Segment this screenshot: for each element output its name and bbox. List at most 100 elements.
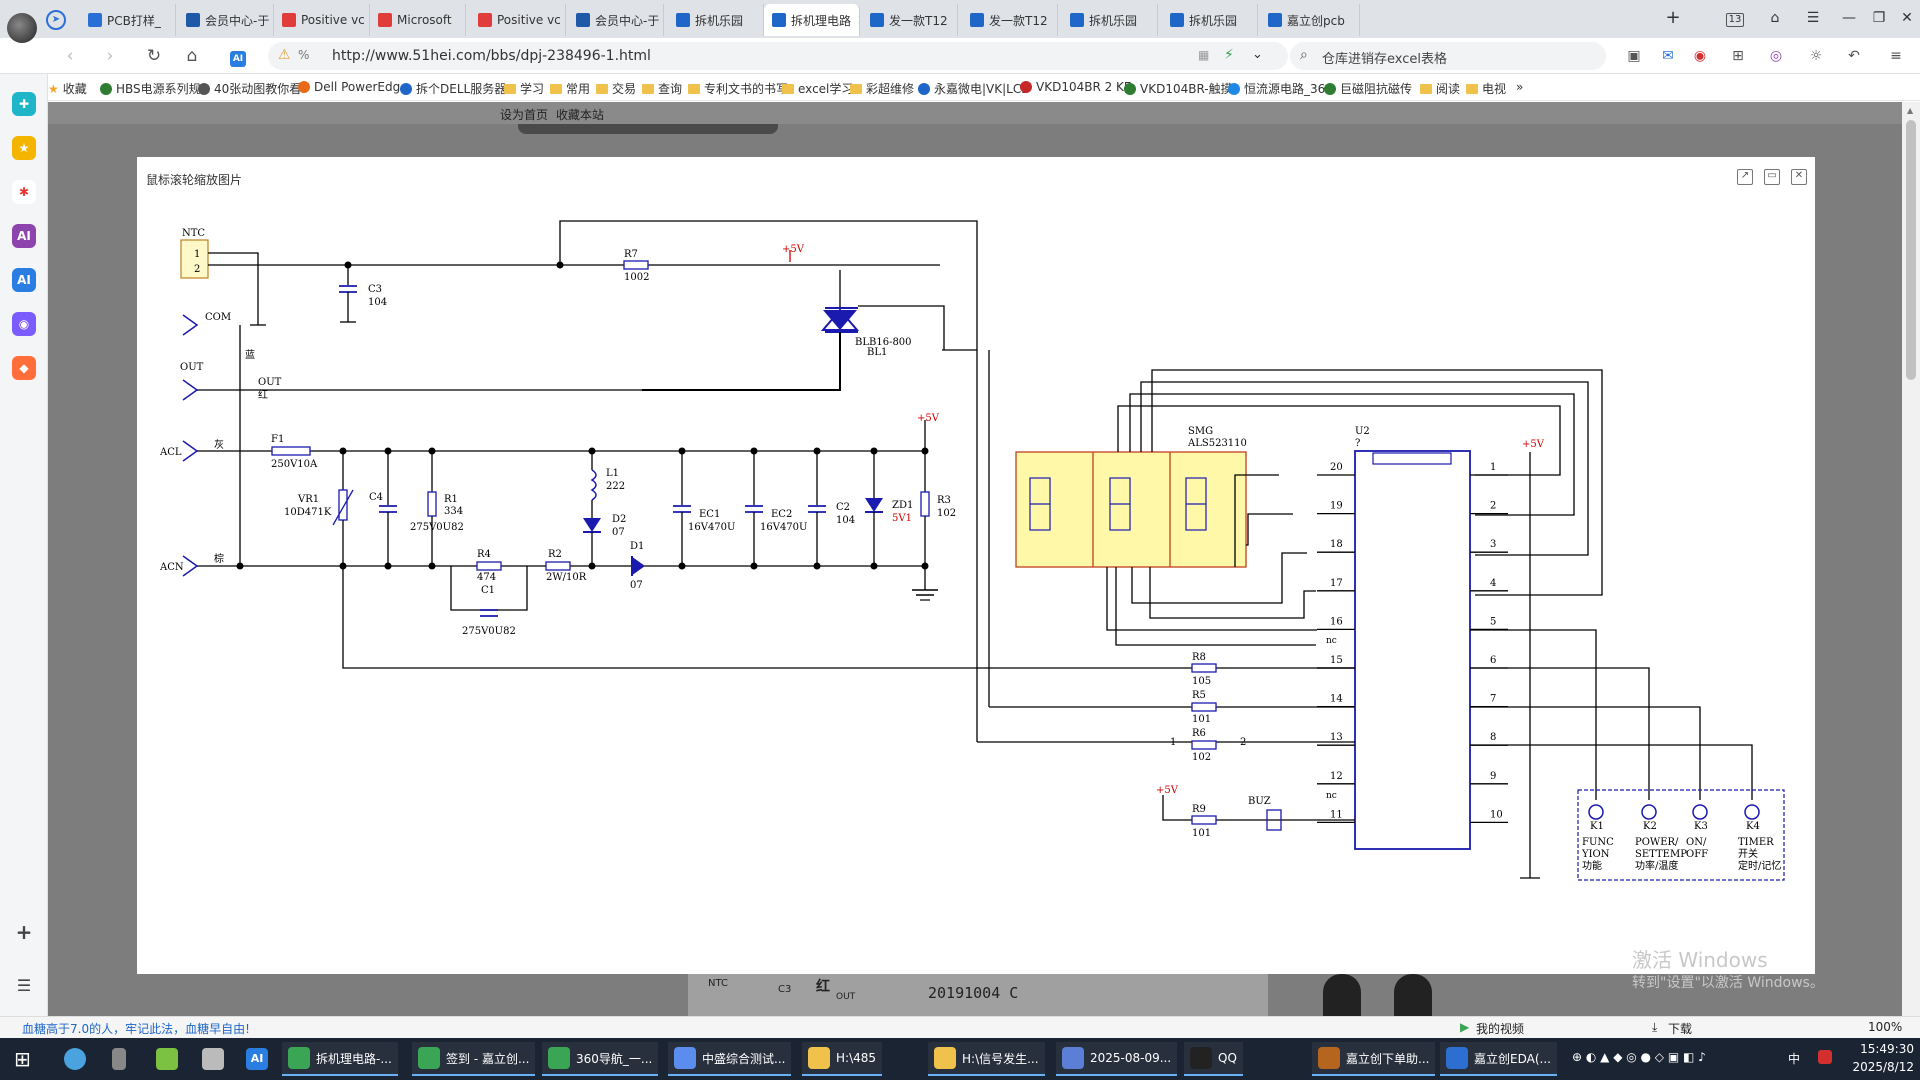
taskbar-app-10[interactable]: 嘉立创EDA(...: [1440, 1042, 1557, 1076]
sidebar-add-icon[interactable]: +: [15, 920, 33, 944]
tab-13[interactable]: 嘉立创pcb: [1260, 4, 1360, 36]
close-viewer-icon[interactable]: ✕: [1791, 169, 1807, 185]
tab-7[interactable]: 拆机乐园: [668, 4, 764, 36]
tray-security-icon[interactable]: [1818, 1050, 1832, 1064]
sidebar-game-icon[interactable]: ◆: [12, 356, 36, 380]
restore-button[interactable]: ❐: [1872, 10, 1886, 26]
sidebar-bot-icon[interactable]: ◉: [12, 312, 36, 336]
search-input[interactable]: 仓库进销存excel表格: [1322, 52, 1447, 67]
bookmark-2[interactable]: HBS电源系列规: [100, 80, 201, 97]
taskbar-app-1[interactable]: 拆机理电路-...: [282, 1042, 398, 1076]
bookmark-1[interactable]: ★收藏: [48, 80, 87, 97]
video-icon[interactable]: ▶: [1460, 1020, 1470, 1034]
tab-10[interactable]: 发一款T12: [962, 4, 1058, 36]
tab-9[interactable]: 发一款T12: [862, 4, 958, 36]
tab-close-icon[interactable]: ✕: [857, 13, 859, 28]
warning-icon[interactable]: ⚠: [278, 47, 291, 63]
bookmark-6[interactable]: 学习: [504, 80, 544, 97]
start-button[interactable]: ⊞: [14, 1047, 31, 1071]
tab-4[interactable]: Microsoft: [370, 4, 466, 36]
apps-grid-icon[interactable]: ⊞: [1732, 48, 1744, 64]
url-text[interactable]: http://www.51hei.com/bbs/dpj-238496-1.ht…: [332, 48, 651, 64]
weibo-icon[interactable]: ◉: [1693, 48, 1707, 64]
close-button[interactable]: ✕: [1901, 10, 1913, 26]
sidebar-ai-icon[interactable]: AI: [12, 268, 36, 292]
reader-mode-icon[interactable]: ▣: [1627, 48, 1641, 64]
sidebar-ai-chat-icon[interactable]: AI: [12, 224, 36, 248]
tab-11[interactable]: 拆机乐园: [1062, 4, 1158, 36]
avatar[interactable]: [7, 13, 37, 43]
restore-view-icon[interactable]: ▭: [1764, 169, 1780, 185]
zoom-level[interactable]: 100%: [1868, 1020, 1903, 1034]
sidebar-list-icon[interactable]: ☰: [16, 976, 32, 995]
bookmark-5[interactable]: 拆个DELL服务器: [400, 80, 506, 97]
mail-icon[interactable]: ✉: [1662, 48, 1674, 64]
bookmark-9[interactable]: 查询: [642, 80, 682, 97]
bookmark-17[interactable]: 巨磁阻抗磁传: [1324, 80, 1412, 97]
download-icon[interactable]: ⤓: [1652, 1020, 1658, 1034]
tab-2[interactable]: 会员中心-于: [178, 4, 274, 36]
shield-off-icon[interactable]: %: [298, 48, 310, 62]
bookmark-16[interactable]: 恒流源电路_360: [1228, 80, 1333, 97]
bookmark-15[interactable]: VKD104BR-触摸: [1124, 80, 1233, 97]
tab-count-badge[interactable]: 13: [1722, 6, 1748, 30]
back-button[interactable]: ‹: [66, 46, 74, 66]
taskbar-app-4[interactable]: 中盛综合测试...: [668, 1042, 792, 1076]
tab-1[interactable]: PCB打样_: [80, 4, 176, 36]
navigation-icon[interactable]: ➤: [44, 4, 68, 36]
taskbar-app-6[interactable]: H:\信号发生...: [928, 1042, 1045, 1076]
taskbar-pin-icon[interactable]: [58, 1042, 98, 1076]
set-homepage-link[interactable]: 设为首页: [500, 108, 549, 122]
scroll-up-arrow[interactable]: ▲: [1907, 106, 1914, 115]
main-menu-icon[interactable]: ≡: [1890, 48, 1902, 64]
bookmark-7[interactable]: 常用: [550, 80, 590, 97]
reload-button[interactable]: ↻: [146, 46, 162, 66]
my-video-link[interactable]: 我的视频: [1476, 1022, 1525, 1036]
bookmark-18[interactable]: 阅读: [1420, 80, 1460, 97]
taskbar-ai-icon[interactable]: AI: [240, 1042, 280, 1076]
bookmark-4[interactable]: Dell PowerEdge: [298, 80, 408, 94]
search-box[interactable]: ⌕ 仓库进销存excel表格: [1290, 42, 1606, 70]
tab-3[interactable]: Positive vc: [274, 4, 370, 36]
taskbar-app-8[interactable]: QQ: [1184, 1042, 1243, 1076]
bookmark-19[interactable]: 电视: [1466, 80, 1506, 97]
taskbar-pin-icon[interactable]: [196, 1042, 236, 1076]
minimize-button[interactable]: —: [1842, 10, 1856, 26]
home-button[interactable]: ⌂: [186, 46, 198, 66]
forward-button[interactable]: ›: [106, 46, 114, 66]
bookmark-12[interactable]: 彩超维修: [850, 80, 914, 97]
menu-icon[interactable]: ☰: [1806, 10, 1820, 26]
more-bookmarks-icon[interactable]: »: [1516, 80, 1524, 94]
lightning-icon[interactable]: ⚡: [1224, 47, 1234, 63]
bookmark-13[interactable]: 永嘉微电|VK|LCD: [918, 80, 1030, 97]
taskbar-app-5[interactable]: H:\485: [802, 1042, 883, 1076]
new-tab-button[interactable]: +: [1665, 7, 1681, 28]
bookmark-14[interactable]: VKD104BR 2 KE: [1020, 80, 1132, 94]
open-external-icon[interactable]: ↗: [1737, 169, 1753, 185]
undo-icon[interactable]: ↶: [1848, 48, 1860, 64]
bookmark-11[interactable]: excel学习: [782, 80, 853, 97]
tab-8[interactable]: 拆机理电路✕: [764, 4, 860, 36]
bookmark-10[interactable]: 专利文书的书写: [688, 80, 788, 97]
ime-indicator[interactable]: 中: [1788, 1052, 1801, 1066]
download-link[interactable]: 下载: [1668, 1022, 1693, 1036]
url-box[interactable]: ⚠ % http://www.51hei.com/bbs/dpj-238496-…: [268, 42, 1288, 70]
ai-assistant-icon[interactable]: ◎: [1769, 48, 1783, 64]
tab-5[interactable]: Positive vc: [470, 4, 566, 36]
sidebar-translate-icon[interactable]: ✚: [12, 92, 36, 116]
taskbar-pin-icon[interactable]: [106, 1042, 138, 1076]
taskbar-app-3[interactable]: 360导航_一...: [542, 1042, 659, 1076]
reader-icon[interactable]: ▦: [1198, 48, 1210, 62]
brightness-icon[interactable]: ☼: [1809, 48, 1823, 64]
chevron-down-icon[interactable]: ⌄: [1252, 47, 1263, 62]
shirt-icon[interactable]: ⌂: [1770, 10, 1780, 26]
tray-icons[interactable]: ⊕ ◐ ▲ ◆ ◎ ● ◇ ▣ ◧ ♪: [1572, 1050, 1706, 1064]
taskbar-pin-icon[interactable]: [150, 1042, 190, 1076]
scrollbar-thumb[interactable]: [1906, 120, 1916, 380]
news-ticker[interactable]: 血糖高于7.0的人，牢记此法，血糖早自由!: [22, 1022, 250, 1036]
sidebar-network-icon[interactable]: ✱: [12, 180, 36, 204]
page-scrollbar[interactable]: ▲: [1902, 102, 1920, 1026]
taskbar-app-2[interactable]: 签到 - 嘉立创...: [412, 1042, 536, 1076]
tab-6[interactable]: 会员中心-于: [568, 4, 664, 36]
bookmark-3[interactable]: 40张动图教你看: [198, 80, 301, 97]
